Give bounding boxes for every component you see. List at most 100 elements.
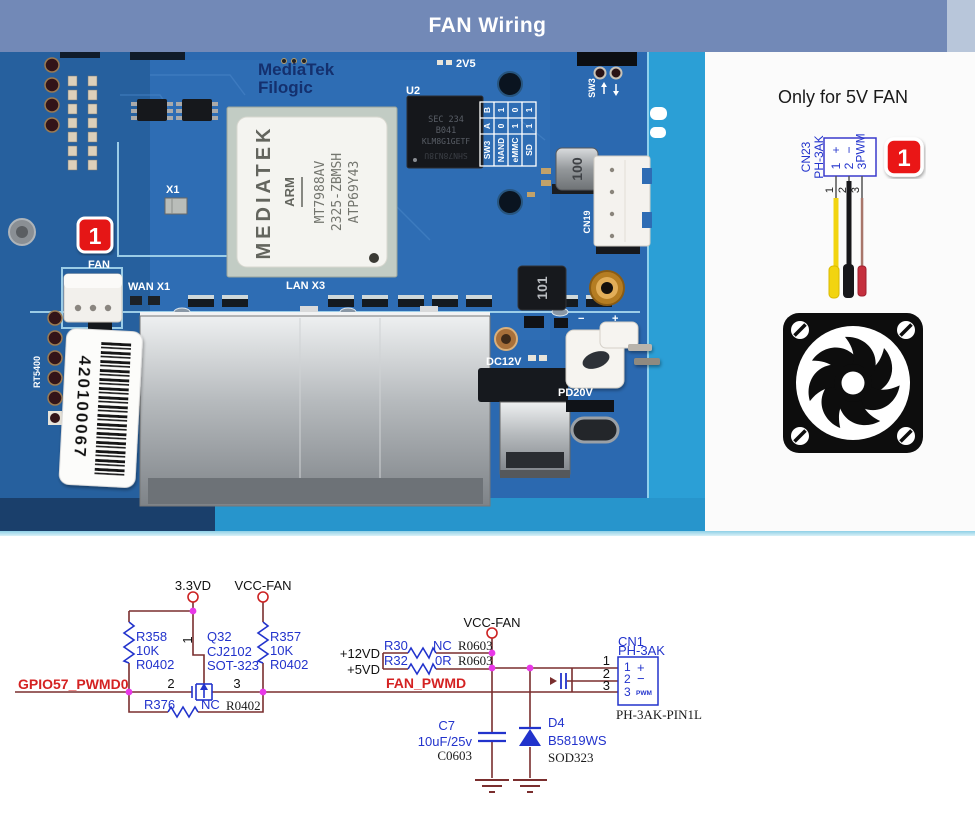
pin2-cap-symbol (550, 673, 567, 689)
table-b-1: 1 (496, 107, 506, 112)
sw3-silk-label: SW3 (587, 78, 597, 98)
cn1-in1: 1 (624, 660, 631, 674)
board-step-badge: 1 (76, 216, 114, 254)
cn23-pin3-num: 3 (855, 162, 869, 169)
sw3-hole2 (609, 66, 623, 80)
cn1-in2: 2 (624, 672, 631, 686)
sot-components (131, 99, 218, 121)
r32-ref: R32 (384, 653, 408, 668)
q32-pin2: 2 (167, 676, 174, 691)
gnd-c7 (475, 779, 509, 793)
panel-title: Only for 5V FAN (778, 87, 908, 107)
pd20v-label: PD20V (558, 387, 594, 399)
board-photo: X1 1 FAN WAN X1 LAN X3 (0, 52, 705, 531)
cpu-arch: ARM (282, 177, 297, 207)
board-photo-svg: X1 1 FAN WAN X1 LAN X3 (0, 52, 705, 531)
r32-symbol (407, 662, 437, 676)
q32-pin1: 1 (180, 636, 195, 643)
emmc-chip: SEC 234 B041 KLM8G1GETF SHN78NJ8U (406, 95, 484, 169)
r376-ref: R376 (144, 697, 175, 712)
cpu-brand: MEDIATEK (253, 125, 275, 260)
r357-symbol (256, 621, 270, 664)
table-b-0: B (482, 107, 492, 113)
cn1-s1: + (637, 660, 645, 675)
r30-fp: R0603 (458, 638, 493, 653)
usb-shield (499, 401, 571, 478)
q32-ref: Q32 (207, 629, 232, 644)
cn23-symbol-box (823, 137, 877, 177)
v2v5-pad2 (446, 60, 452, 65)
wire-yellow (833, 198, 839, 268)
cn1-fp: PH-3AK-PIN1L (616, 707, 702, 722)
cpu-chip: MEDIATEK ARM MT7988AV 2325-ZBMSH ATP69Y4… (226, 106, 398, 278)
wire-signal-tip (857, 265, 867, 297)
cn1-type: PH-3AK (618, 643, 665, 658)
dc12v-label: DC12V (486, 356, 522, 368)
boot-mode-table-text: SW3 NAND eMMC SD A 0 1 1 B 1 0 1 (482, 107, 534, 163)
net-12vd: +12VD (340, 646, 380, 661)
net-vccfan-left: VCC-FAN (234, 578, 291, 593)
cpu-pin1-dot (369, 253, 379, 263)
table-name-nand: NAND (496, 138, 506, 163)
table-name-sw3: SW3 (482, 141, 492, 160)
table-background (648, 52, 705, 531)
smd-pad-columns (67, 75, 98, 171)
cpu-code: ATP69Y43 (347, 161, 362, 224)
boot-mode-table (479, 101, 537, 167)
misc-part1 (524, 316, 544, 328)
emmc-line1: SEC 234 (428, 115, 464, 125)
emmc-line3: KLM8G1GETF (422, 137, 470, 146)
wire3-number: 3 (850, 187, 862, 193)
wire-yellow-tip (828, 265, 840, 299)
sw3-arrows (601, 82, 619, 96)
mediatek-logo-line2: Filogic (258, 78, 313, 97)
cn1-s2: − (637, 671, 645, 686)
cn23-pin3-sym: PWM (854, 133, 868, 162)
r376-fp: R0402 (226, 698, 261, 713)
fan-screws (791, 321, 915, 445)
c7-val: 10uF/25v (418, 734, 473, 749)
net-gpio57: GPIO57_PWMD0 (18, 676, 129, 692)
cn23-pin1-num: 1 (829, 162, 843, 169)
sw3-hole1 (593, 66, 607, 80)
q32-val: CJ2102 (207, 644, 252, 659)
wire2-number: 2 (837, 187, 849, 193)
table-b-2: 0 (510, 107, 520, 112)
cn23-pin2-num: 2 (842, 162, 856, 169)
cn1-ref: CN1 (618, 634, 644, 649)
cn23-type: PH-3AK (812, 135, 826, 178)
r358-fp: R0402 (136, 657, 174, 672)
net-3v3: 3.3VD (175, 578, 211, 593)
fan-connector (63, 273, 123, 330)
wan-label: WAN X1 (128, 281, 170, 293)
wire-signal (860, 198, 864, 268)
misc-smd (527, 168, 551, 197)
inductor-100-value: 100 (569, 157, 585, 181)
cn23-pin1-sym: + (829, 146, 843, 153)
inductor-101: 101 (517, 265, 567, 311)
power-symbols (187, 591, 498, 639)
rj45-shield (139, 306, 491, 507)
wire-black (846, 181, 852, 267)
c7-symbol (478, 731, 506, 743)
c7-fp: C0603 (437, 748, 472, 763)
table-name-emmc: eMMC (510, 137, 520, 162)
r376-symbol (167, 705, 199, 719)
crystal-x1 (164, 197, 188, 215)
schematic-wires (15, 602, 618, 778)
table-a-1: 0 (496, 123, 506, 128)
titlebar-corner (947, 0, 975, 52)
cpu-lot: 2325-ZBMSH (330, 153, 345, 231)
lan-label: LAN X3 (286, 280, 325, 292)
r30-val: NC (433, 638, 452, 653)
emmc-line4: SHN78NJ8U (424, 151, 468, 160)
cn23-symbol-pins: 1 + 2 − 3 PWM (829, 133, 869, 169)
table-b-3: 1 (524, 107, 534, 112)
section-divider (0, 531, 975, 536)
mediatek-logo-line1: MediaTek (258, 60, 335, 79)
schematic-background (0, 536, 975, 835)
title-bar: FAN Wiring (0, 0, 975, 52)
x1-label: X1 (166, 184, 179, 196)
cn1-pin1-num: 1 (603, 653, 610, 668)
barcode-label: 420100067 (58, 328, 143, 488)
